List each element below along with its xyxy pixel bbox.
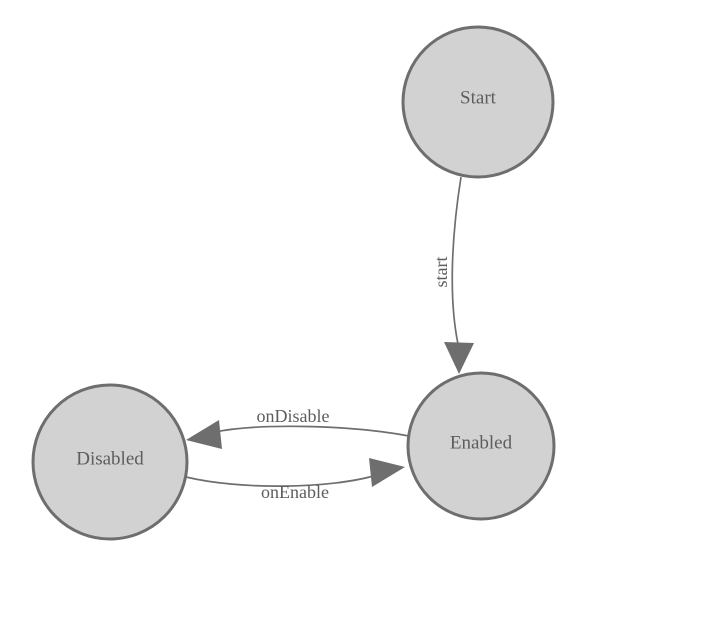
edge-enabled-to-disabled[interactable]: onDisable	[186, 406, 410, 449]
node-start[interactable]: Start	[401, 25, 555, 179]
edge-start-to-enabled-arrowhead	[444, 342, 474, 374]
node-disabled-circle	[31, 383, 189, 541]
edge-start-to-enabled[interactable]: start	[431, 176, 474, 374]
edge-enabled-to-disabled-path	[214, 425, 410, 437]
edge-disabled-to-enabled[interactable]: onEnable	[185, 458, 405, 502]
edge-start-to-enabled-path	[451, 176, 462, 345]
edge-start-to-enabled-label: start	[431, 257, 451, 288]
edge-enabled-to-disabled-label: onDisable	[257, 406, 330, 426]
node-start-circle	[401, 25, 555, 179]
edge-disabled-to-enabled-arrowhead	[369, 458, 405, 487]
node-enabled-circle	[406, 371, 556, 521]
node-enabled[interactable]: Enabled	[406, 371, 556, 521]
edge-enabled-to-disabled-arrowhead	[186, 420, 222, 449]
edge-disabled-to-enabled-path	[185, 474, 378, 487]
node-disabled[interactable]: Disabled	[31, 383, 189, 541]
